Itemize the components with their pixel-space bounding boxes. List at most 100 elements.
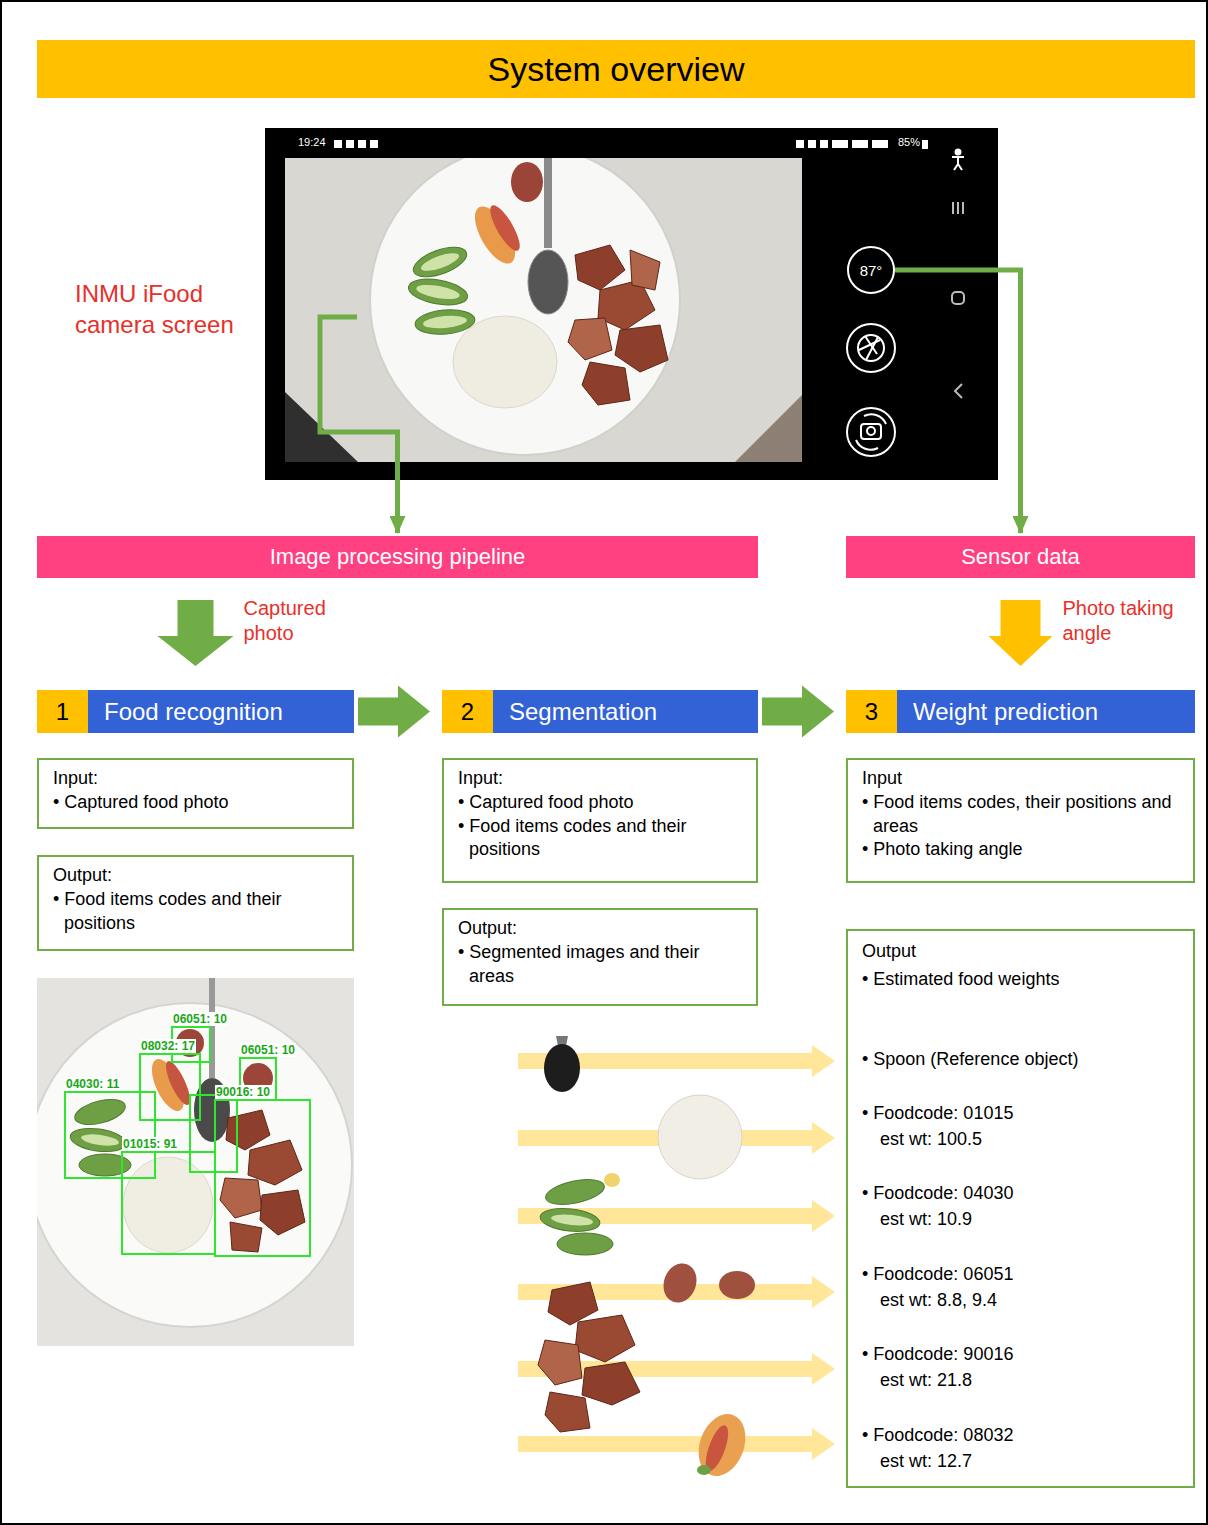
node-text: Food recognition (88, 690, 354, 733)
shutter-button (866, 337, 878, 360)
step-header: 3Weight prediction (846, 690, 1195, 733)
recognition-photo (248, 1140, 302, 1185)
food-photo (415, 282, 460, 301)
detection-box (65, 1027, 310, 1256)
food-photo (568, 318, 612, 360)
info-box: Output:• Food items codes and their posi… (37, 855, 354, 951)
food-photo (453, 316, 557, 408)
segmented-image (548, 1282, 598, 1325)
food-photo (630, 250, 660, 290)
node-text: Input: (53, 767, 338, 790)
flow-arrow (762, 686, 834, 738)
shutter-button (847, 324, 895, 372)
food-photo (414, 307, 476, 336)
recognition-photo (260, 1190, 305, 1235)
food-photo (544, 158, 552, 248)
food-photo (370, 158, 680, 455)
node-text: • Foodcode: 08032 (862, 1424, 1179, 1447)
node-text: Output: (53, 864, 338, 887)
node-text: • Segmented images and their areas (458, 941, 742, 988)
annotation-label: INMU iFood camera screen (75, 278, 265, 340)
section-band: Sensor data (846, 536, 1195, 578)
detection-label: 04030: 11 (65, 1077, 120, 1091)
phone-screen: 19:24 85% 87° (265, 128, 998, 480)
flow-arrow (320, 317, 398, 533)
edge-label: Photo taking angle (1063, 596, 1183, 646)
nav-icons (952, 202, 954, 214)
node-text: Output (862, 940, 1179, 963)
edge-label: Captured photo (244, 596, 364, 646)
node-text: • Foodcode: 01015 (862, 1102, 1179, 1125)
node-text: 1 (37, 690, 88, 733)
detection-label: 01015: 91 (122, 1137, 178, 1151)
recognition-photo (80, 1132, 119, 1147)
phone-screenshot (346, 140, 354, 148)
recognition-photo (226, 1110, 270, 1150)
segment-arrow (518, 1045, 835, 1460)
nav-icons (957, 202, 959, 214)
segmented-image (545, 1392, 590, 1432)
node-text: • Spoon (Reference object) (862, 1048, 1179, 1071)
node-text: Input: (458, 767, 742, 790)
section-band: Image processing pipeline (37, 536, 758, 578)
segmented-image (538, 1340, 582, 1385)
recognition-photo (69, 1125, 128, 1155)
recognition-photo (72, 1095, 128, 1130)
phone-screenshot (334, 140, 342, 148)
switch-camera-button (861, 424, 881, 439)
phone-screenshot (832, 140, 848, 148)
node-text: Output: (458, 917, 742, 940)
nav-icons (956, 150, 961, 155)
detection-label: 90016: 10 (215, 1085, 271, 1099)
segmented-image (697, 1465, 711, 1475)
title-band: System overview (37, 40, 1195, 98)
phone-screenshot (872, 140, 888, 148)
segmented-image (539, 1206, 601, 1234)
node-text: • Captured food photo (53, 791, 338, 814)
food-photo (528, 250, 568, 314)
node-text: Image processing pipeline (270, 544, 526, 570)
node-text: • Foodcode: 90016 (862, 1343, 1179, 1366)
food-photo (410, 241, 471, 283)
detection-box (65, 1092, 155, 1178)
segmented-image (551, 1213, 594, 1227)
food-photo (406, 275, 469, 309)
phone-screenshot (370, 140, 378, 148)
node-text: Segmentation (493, 690, 758, 733)
info-box: Input:• Captured food photo• Food items … (442, 758, 758, 883)
angle-badge: 87° (847, 246, 895, 294)
node-text: • Food items codes, their positions and … (862, 791, 1179, 838)
node-text: 87° (860, 262, 883, 279)
node-text: est wt: 100.5 (880, 1128, 1179, 1151)
segmented-image (582, 1362, 640, 1405)
segmented-image (719, 1271, 755, 1299)
recognition-photo (28, 978, 354, 1346)
node-text: est wt: 8.8, 9.4 (880, 1289, 1179, 1312)
phone-screenshot (796, 140, 804, 148)
node-text: 19:24 (298, 136, 326, 149)
segmented-image (538, 1036, 755, 1483)
food-photo (419, 250, 461, 275)
segmented-image (604, 1173, 620, 1187)
recognition-photo (220, 1178, 262, 1218)
food-photo (485, 201, 525, 254)
info-box: Output:• Segmented images and their area… (442, 908, 758, 1006)
shutter-button (859, 340, 880, 350)
node-text: est wt: 12.7 (880, 1450, 1179, 1473)
node-text: • Foodcode: 04030 (862, 1182, 1179, 1205)
phone-screenshot (922, 140, 928, 149)
recognition-photo (37, 1003, 352, 1327)
title-text: System overview (488, 50, 745, 89)
flow-arrow (989, 600, 1053, 666)
detection-label: 06051: 10 (172, 1012, 228, 1026)
detection-box (122, 1152, 215, 1254)
segmented-image (557, 1233, 613, 1255)
food-photo (582, 362, 630, 405)
switch-camera-button (847, 408, 895, 456)
node-text: Sensor data (961, 544, 1080, 570)
node-text: 85% (898, 136, 920, 149)
step-header: 2Segmentation (442, 690, 758, 733)
recognition-photo (79, 1154, 131, 1176)
flow-arrow (358, 686, 430, 738)
